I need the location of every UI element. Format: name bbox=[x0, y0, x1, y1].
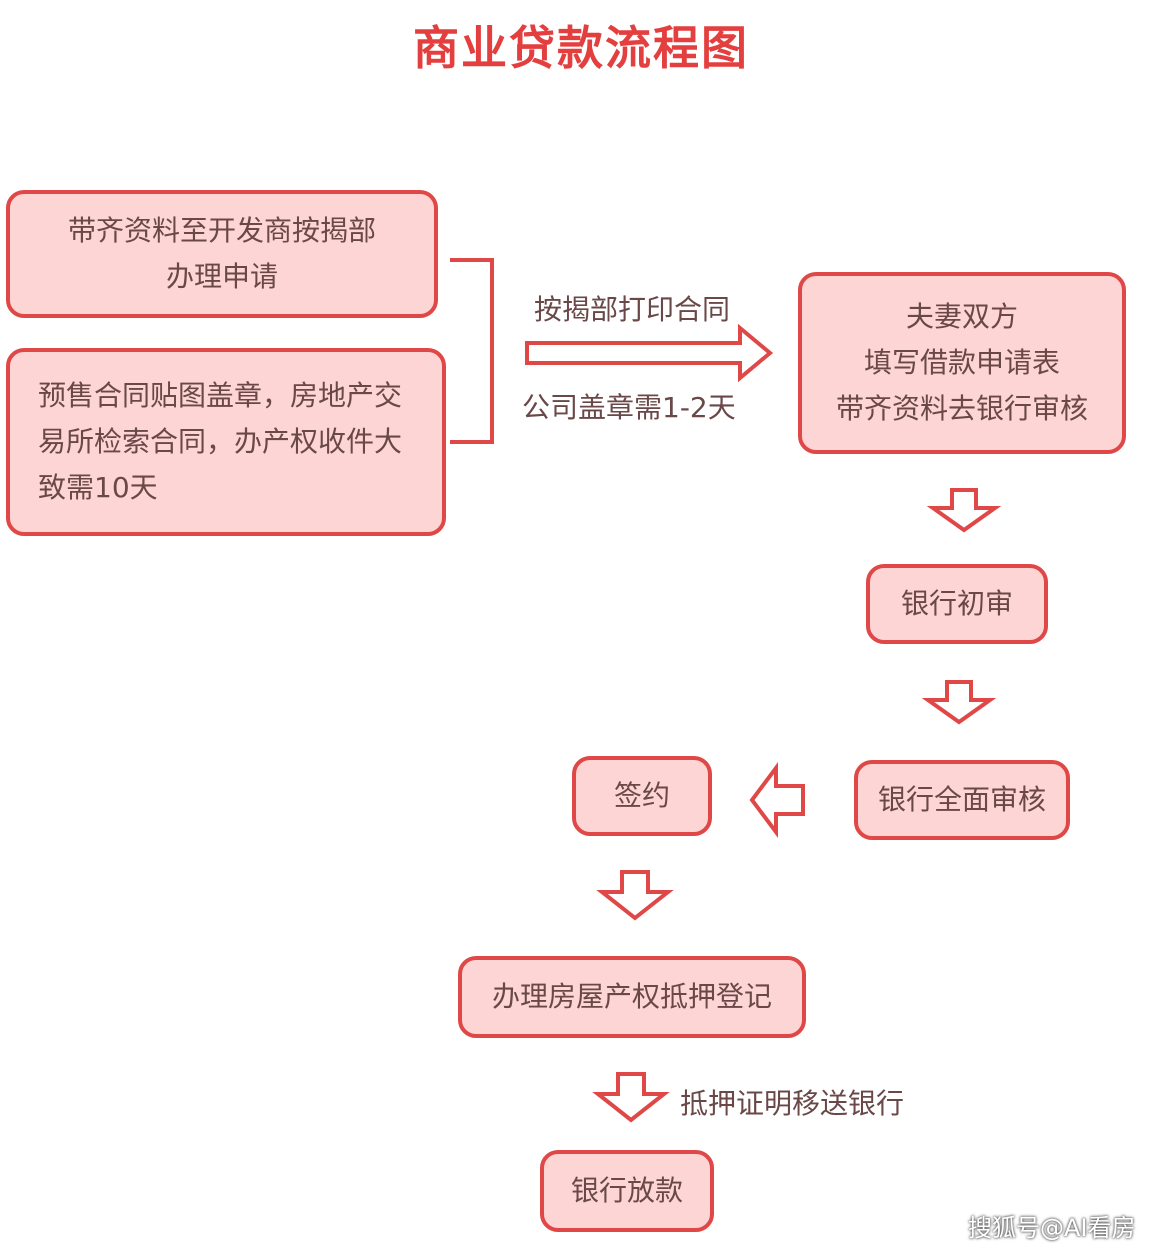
down-arrow-icon-3 bbox=[596, 870, 674, 921]
step-apply-box: 带齐资料至开发商按揭部 办理申请 bbox=[6, 190, 438, 318]
step-initial-review-box: 银行初审 bbox=[866, 564, 1048, 644]
seal-days-label: 公司盖章需1-2天 bbox=[522, 391, 736, 424]
step-couple-line-1: 夫妻双方 bbox=[905, 300, 1018, 333]
step-couple-line-3: 带齐资料去银行审核 bbox=[835, 392, 1088, 425]
down-arrow-icon-4 bbox=[592, 1072, 670, 1123]
step-presale-line-3: 致需10天 bbox=[38, 471, 158, 504]
step-mortgage-register-label: 办理房屋产权抵押登记 bbox=[491, 980, 772, 1013]
step-initial-review-label: 银行初审 bbox=[900, 587, 1013, 620]
watermark: 搜狐号@AI看房 bbox=[968, 1214, 1136, 1242]
print-contract-label: 按揭部打印合同 bbox=[534, 293, 731, 326]
step-couple-box: 夫妻双方 填写借款申请表 带齐资料去银行审核 bbox=[798, 272, 1126, 454]
merge-bracket bbox=[450, 258, 494, 444]
step-loan-release-label: 银行放款 bbox=[570, 1174, 683, 1207]
step-presale-box: 预售合同贴图盖章，房地产交 易所检索合同，办产权收件大 致需10天 bbox=[6, 348, 446, 536]
step-full-review-label: 银行全面审核 bbox=[877, 783, 1046, 816]
step-full-review-box: 银行全面审核 bbox=[854, 760, 1070, 840]
step-mortgage-register-box: 办理房屋产权抵押登记 bbox=[458, 956, 806, 1038]
right-arrow-icon bbox=[525, 323, 774, 383]
diagram-title: 商业贷款流程图 bbox=[413, 21, 749, 75]
step-couple-line-2: 填写借款申请表 bbox=[863, 346, 1060, 379]
step-sign-label: 签约 bbox=[613, 779, 670, 812]
left-arrow-icon bbox=[749, 762, 805, 838]
step-presale-line-1: 预售合同贴图盖章，房地产交 bbox=[38, 379, 403, 412]
step-apply-line-2: 办理申请 bbox=[165, 260, 278, 293]
down-arrow-icon-1 bbox=[926, 488, 1002, 533]
transfer-bank-label: 抵押证明移送银行 bbox=[680, 1087, 905, 1120]
step-apply-line-1: 带齐资料至开发商按揭部 bbox=[67, 214, 376, 247]
down-arrow-icon-2 bbox=[921, 680, 997, 725]
step-loan-release-box: 银行放款 bbox=[540, 1150, 714, 1232]
step-sign-box: 签约 bbox=[572, 756, 712, 836]
step-presale-line-2: 易所检索合同，办产权收件大 bbox=[38, 425, 403, 458]
